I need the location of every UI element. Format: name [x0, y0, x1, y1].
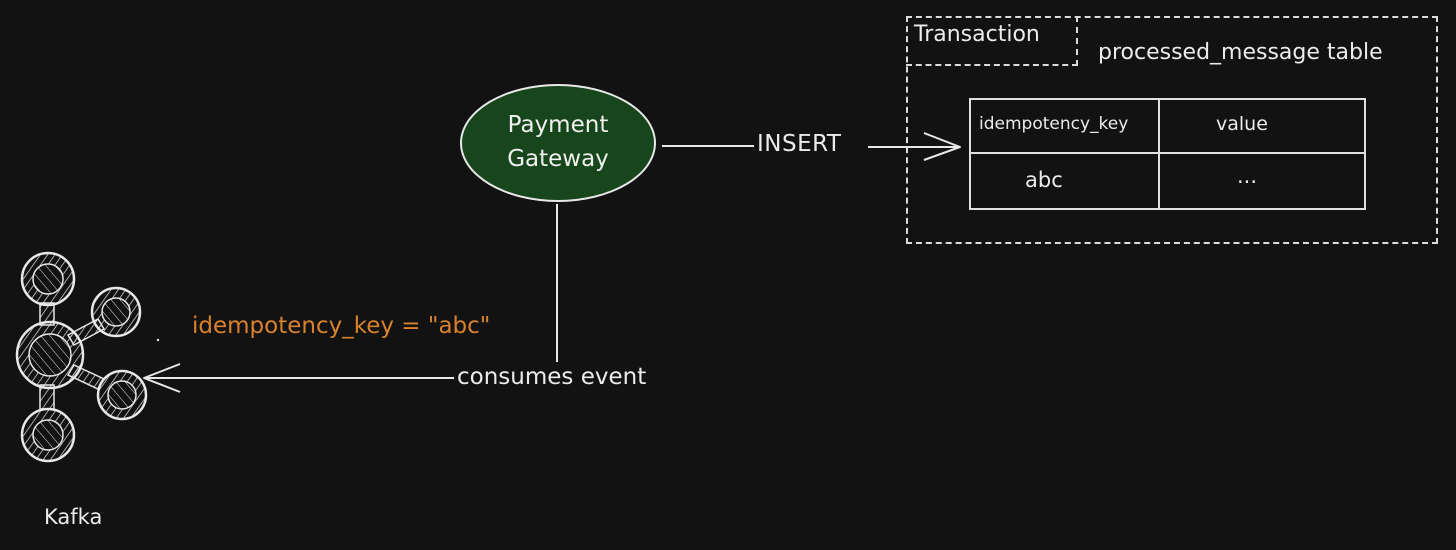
table-row-divider — [971, 152, 1364, 154]
transaction-tab — [906, 16, 1078, 66]
consume-arrowhead — [143, 363, 181, 393]
insert-arrowhead — [923, 132, 961, 161]
idempotency-key-annotation: idempotency_key = "abc" — [192, 313, 491, 339]
table-title: processed_message table — [1098, 40, 1383, 65]
transaction-boundary — [906, 16, 1438, 244]
processed-message-table — [969, 98, 1366, 210]
payment-gateway-label: Payment Gateway — [507, 112, 609, 172]
table-cell-value: ... — [1237, 164, 1258, 188]
consumes-event-label: consumes event — [457, 364, 647, 390]
kafka-label: Kafka — [44, 505, 103, 529]
table-header-value: value — [1216, 113, 1268, 135]
table-cell-key: abc — [1025, 168, 1063, 192]
table-header-idempotency-key: idempotency_key — [979, 114, 1129, 134]
table-column-divider — [1158, 100, 1160, 208]
payment-gateway-node: Payment Gateway — [460, 84, 656, 202]
transaction-label: Transaction — [914, 22, 1040, 47]
insert-label: INSERT — [757, 131, 842, 157]
kafka-logo-icon — [15, 251, 160, 463]
